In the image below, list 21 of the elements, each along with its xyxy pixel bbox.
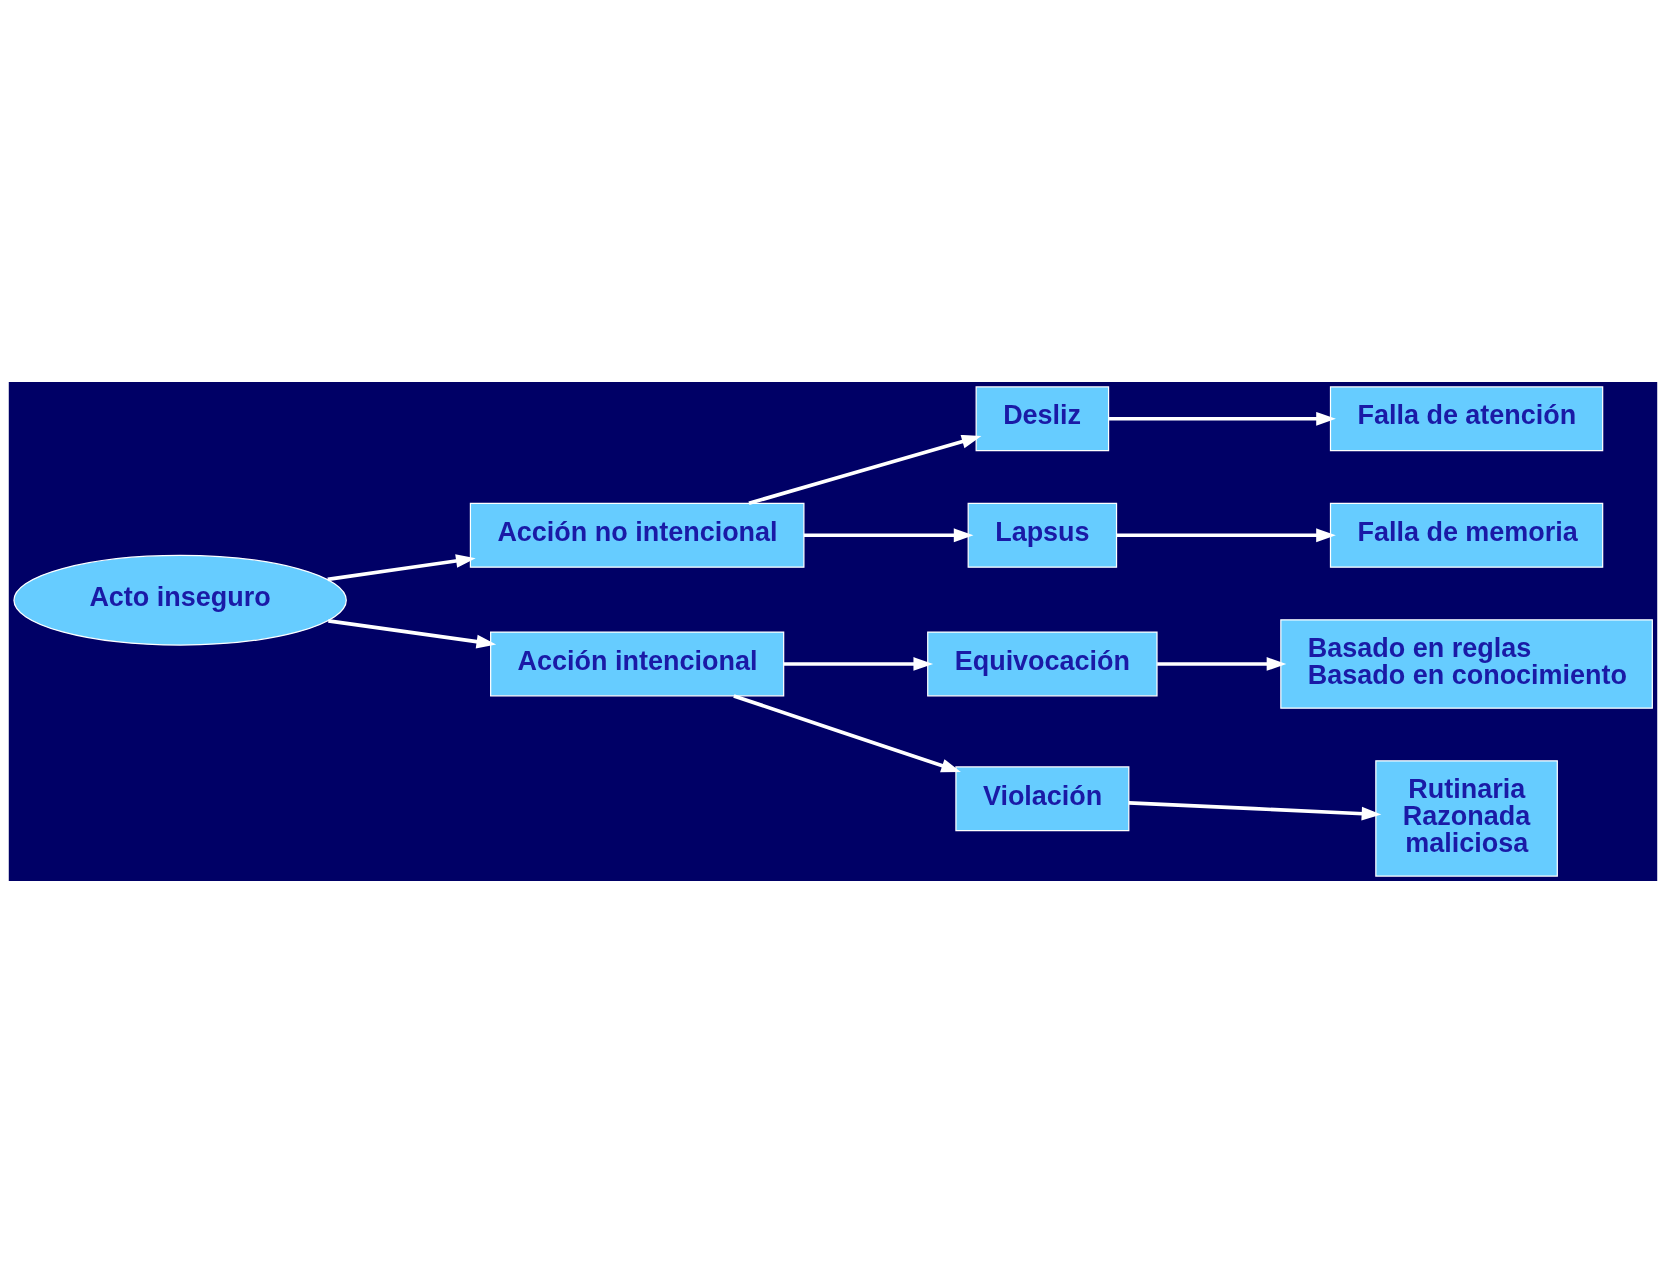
arrow [1116, 527, 1336, 542]
node-box: Acción intencional [490, 631, 785, 696]
node-box: Equivocación [927, 631, 1158, 696]
node-box: Falla de atención [1329, 385, 1604, 451]
arrow [803, 527, 974, 542]
arrow [748, 434, 982, 505]
node-box: Basado en reglas Basado en conocimiento [1280, 618, 1653, 709]
node-ellipse: Acto inseguro [13, 554, 347, 646]
arrow [328, 618, 497, 648]
arrow [1109, 411, 1336, 426]
node-box: Lapsus [967, 502, 1118, 568]
arrow [783, 656, 934, 671]
node-box: Falla de memoria [1329, 502, 1604, 568]
arrow [1157, 656, 1287, 671]
arrow [327, 553, 476, 581]
arrow [1128, 800, 1382, 821]
arrow [733, 693, 961, 772]
node-box: Rutinaria Razonada maliciosa [1375, 759, 1558, 877]
node-box: Desliz [975, 385, 1110, 451]
node-box: Violación [955, 765, 1130, 831]
node-box: Acción no intencional [469, 502, 805, 568]
